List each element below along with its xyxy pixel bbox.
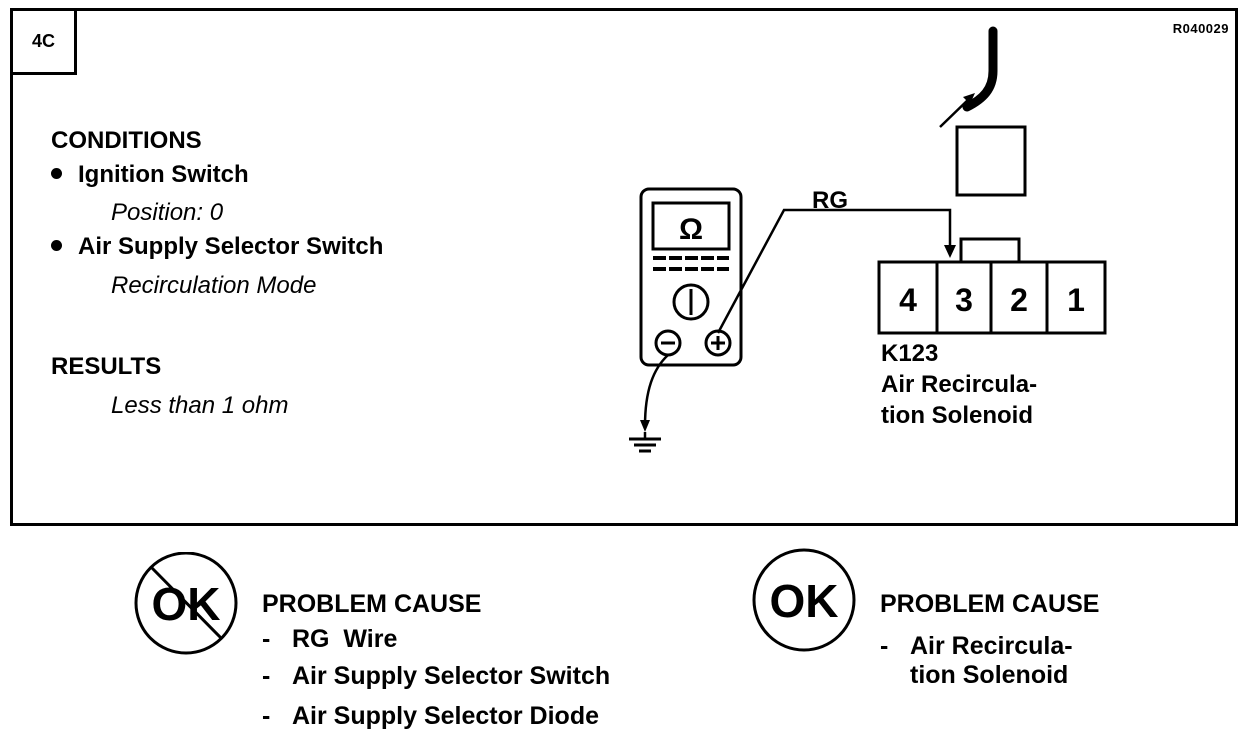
results-heading: RESULTS [51,353,162,380]
connector-pin: 1 [1067,282,1085,318]
connector-pin: 2 [1010,282,1028,318]
not-ok-cause-item: -RG Wire [262,625,398,653]
solenoid-connector: 4 3 2 1 [877,237,1107,335]
ok-badge-text: OK [770,575,839,627]
condition-detail: Recirculation Mode [111,272,317,299]
test-probe-icon [939,93,975,128]
condition-item: Air Supply Selector Switch [51,233,383,261]
reference-code: R040029 [1172,21,1229,36]
condition-label: Ignition Switch [78,161,249,188]
ohmmeter-icon: Ω [639,187,743,367]
ok-badge-icon: OK [752,548,856,652]
connector-pin: 3 [955,282,973,318]
results-value: Less than 1 ohm [111,392,289,419]
not-ok-badge-icon: OK [134,552,238,655]
wire-harness [962,26,998,112]
connector-pin: 4 [899,282,917,318]
condition-label: Air Supply Selector Switch [78,233,384,260]
component-code: K123 [881,340,938,367]
bullet-icon [51,240,62,252]
step-label: 4C [13,11,77,75]
test-step-panel: 4C R040029 CONDITIONS Ignition Switch Po… [10,8,1238,526]
wire-label: RG [812,187,848,214]
condition-item: Ignition Switch [51,161,249,189]
conditions-heading: CONDITIONS [51,127,202,154]
ok-cause-item: -Air Recircula- tion Solenoid [880,632,1073,689]
rg-wire [716,208,952,334]
component-name: tion Solenoid [881,402,1033,429]
meter-display: Ω [679,213,703,246]
bullet-icon [51,168,62,180]
wiring-diagram: Ω [629,26,1107,453]
component-name: Air Recircula- [881,371,1037,398]
mating-connector-icon [955,125,1027,197]
not-ok-cause-item: -Air Supply Selector Diode [262,702,600,730]
not-ok-cause-item: -Air Supply Selector Switch [262,662,611,690]
not-ok-cause-title: PROBLEM CAUSE [262,590,482,618]
ok-cause-title: PROBLEM CAUSE [880,590,1100,618]
condition-detail: Position: 0 [111,199,224,226]
ground-symbol-icon [629,432,661,453]
